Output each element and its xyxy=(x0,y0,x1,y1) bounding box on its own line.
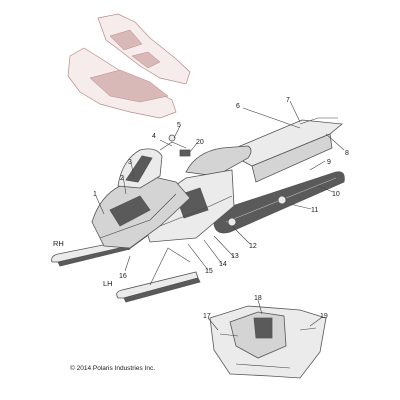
callout-16: 16 xyxy=(119,273,127,280)
leader-lines xyxy=(95,100,345,331)
ski-left xyxy=(116,271,201,303)
hood-decal-inset xyxy=(209,305,327,379)
callout-13: 13 xyxy=(231,253,239,260)
seat xyxy=(185,145,252,177)
callout-1: 1 xyxy=(93,191,97,198)
callout-14: 14 xyxy=(219,261,227,268)
hood xyxy=(91,175,191,249)
track xyxy=(213,171,345,234)
callout-labels: 1 2 3 4 5 6 7 8 9 10 11 12 13 14 15 16 1… xyxy=(93,97,349,320)
rear-tunnel xyxy=(225,117,343,183)
label-rh: RH xyxy=(53,239,64,248)
windshield xyxy=(117,148,163,189)
callout-18: 18 xyxy=(254,295,262,302)
callout-9: 9 xyxy=(327,159,331,166)
callout-3: 3 xyxy=(128,159,132,166)
callout-11: 11 xyxy=(311,207,318,214)
copyright-notice: © 2014 Polaris Industries Inc. xyxy=(70,365,155,372)
label-lh: LH xyxy=(103,279,113,288)
callout-20: 20 xyxy=(196,139,204,146)
callout-12: 12 xyxy=(249,243,257,250)
callout-17: 17 xyxy=(203,313,211,320)
callout-2: 2 xyxy=(120,175,124,182)
callout-8: 8 xyxy=(345,150,349,157)
callout-4: 4 xyxy=(152,133,156,140)
decal-reference-inset xyxy=(67,13,191,119)
handlebar xyxy=(159,134,191,157)
callout-15: 15 xyxy=(205,268,213,275)
callout-6: 6 xyxy=(236,103,240,110)
side-panel xyxy=(139,169,235,243)
callout-5: 5 xyxy=(177,122,181,129)
callout-19: 19 xyxy=(320,313,328,320)
callout-7: 7 xyxy=(286,97,290,104)
callout-10: 10 xyxy=(332,191,340,198)
